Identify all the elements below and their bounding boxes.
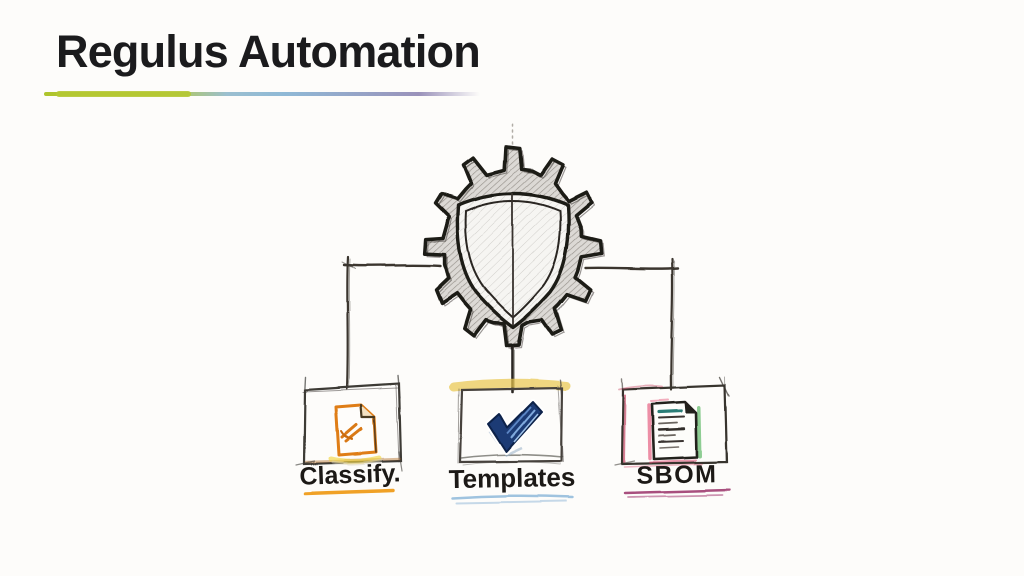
node-label-classify: Classify.	[299, 459, 401, 491]
gear-shield-icon	[422, 145, 605, 349]
yellow-highlight	[449, 378, 571, 392]
shield-icon	[455, 191, 571, 329]
title-underline	[44, 90, 480, 97]
label-underlines	[303, 488, 731, 504]
connector-lines	[341, 123, 680, 394]
node-label-sbom: SBOM	[636, 460, 718, 490]
page-title: Regulus Automation	[56, 26, 481, 77]
templates-box	[449, 378, 571, 466]
underline-accent	[56, 90, 191, 97]
node-icons	[328, 399, 702, 466]
node-label-templates: Templates	[448, 461, 576, 495]
classify-document-icon	[328, 403, 383, 466]
sbom-document-icon	[647, 399, 702, 463]
classify-underline	[303, 489, 395, 496]
sbom-box	[614, 376, 730, 468]
templates-underline	[450, 494, 574, 500]
checkmark-icon	[485, 399, 545, 458]
sbom-underline	[623, 488, 731, 495]
